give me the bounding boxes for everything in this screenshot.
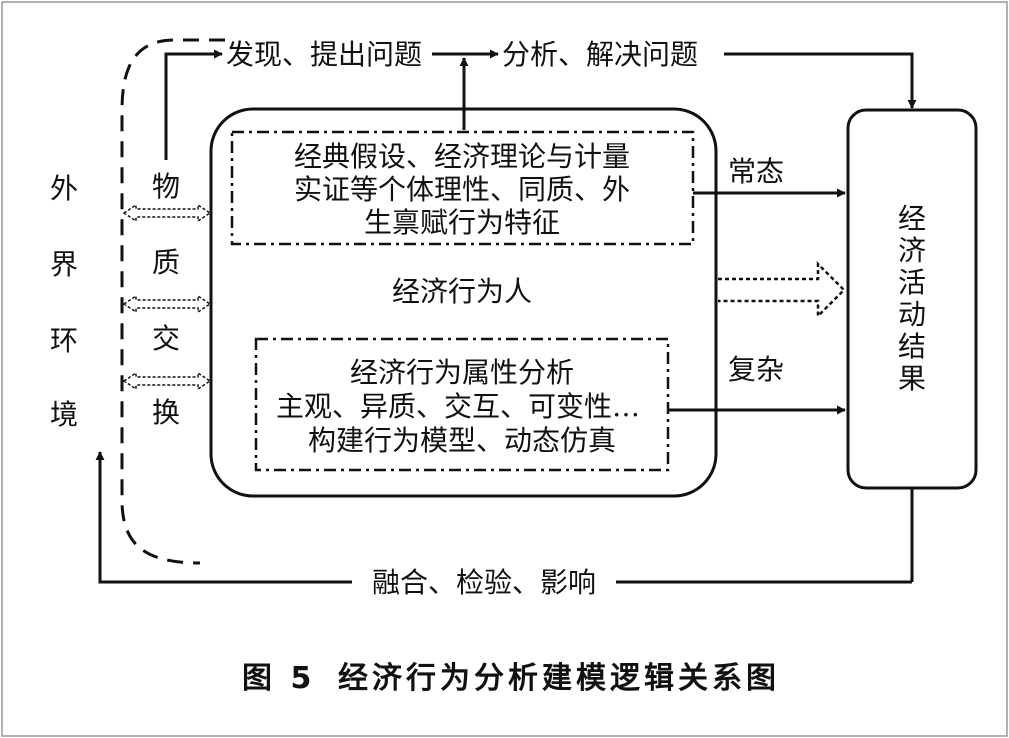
feedback-label: 融合、检验、影响 xyxy=(372,566,596,599)
env-char-1: 外 xyxy=(50,172,78,205)
feedback-arrow xyxy=(95,451,352,584)
env-char-4: 境 xyxy=(50,398,78,431)
economic-agent-box xyxy=(209,107,718,498)
discover-arrow xyxy=(164,49,223,160)
exchange-char-2: 质 xyxy=(152,246,180,279)
figure-number: 图 5 xyxy=(242,661,315,696)
environment-boundary-curve xyxy=(120,38,225,565)
classic-assumption-box xyxy=(230,130,695,246)
to-result-arrow xyxy=(724,52,917,109)
exchange-char-3: 交 xyxy=(152,322,180,355)
center-label: 经济行为人 xyxy=(392,275,532,308)
complex-label: 复杂 xyxy=(728,353,784,386)
exchange-arrow-2 xyxy=(122,294,212,314)
figure-title: 经济行为分析建模逻辑关系图 xyxy=(338,661,780,696)
behavior-analysis-box xyxy=(254,337,670,472)
normal-label: 常态 xyxy=(728,155,784,188)
behavior-line-3: 构建行为模型、动态仿真 xyxy=(308,424,616,457)
analyze-label: 分析、解决问题 xyxy=(502,38,698,71)
env-char-2: 界 xyxy=(50,248,78,281)
result-char-2: 济 xyxy=(898,234,926,267)
exchange-char-1: 物 xyxy=(152,170,180,203)
env-char-3: 环 xyxy=(50,324,78,357)
result-char-5: 结 xyxy=(898,330,926,363)
exchange-char-4: 换 xyxy=(152,396,180,429)
discover-label: 发现、提出问题 xyxy=(226,38,422,71)
classic-line-2: 实证等个体理性、同质、外 xyxy=(294,173,630,206)
exchange-arrow-1 xyxy=(122,203,212,223)
result-char-6: 果 xyxy=(898,362,926,395)
result-char-1: 经 xyxy=(898,202,926,235)
behavior-line-1: 经济行为属性分析 xyxy=(350,356,574,389)
classic-line-1: 经典假设、经济理论与计量 xyxy=(294,140,630,173)
exchange-arrow-3 xyxy=(122,371,212,391)
classic-line-3: 生禀赋行为特征 xyxy=(364,206,560,239)
behavior-line-2: 主观、异质、交互、可变性… xyxy=(276,390,640,423)
hollow-transition-arrow xyxy=(718,260,846,320)
result-char-3: 活 xyxy=(898,266,926,299)
result-char-4: 动 xyxy=(898,298,926,331)
